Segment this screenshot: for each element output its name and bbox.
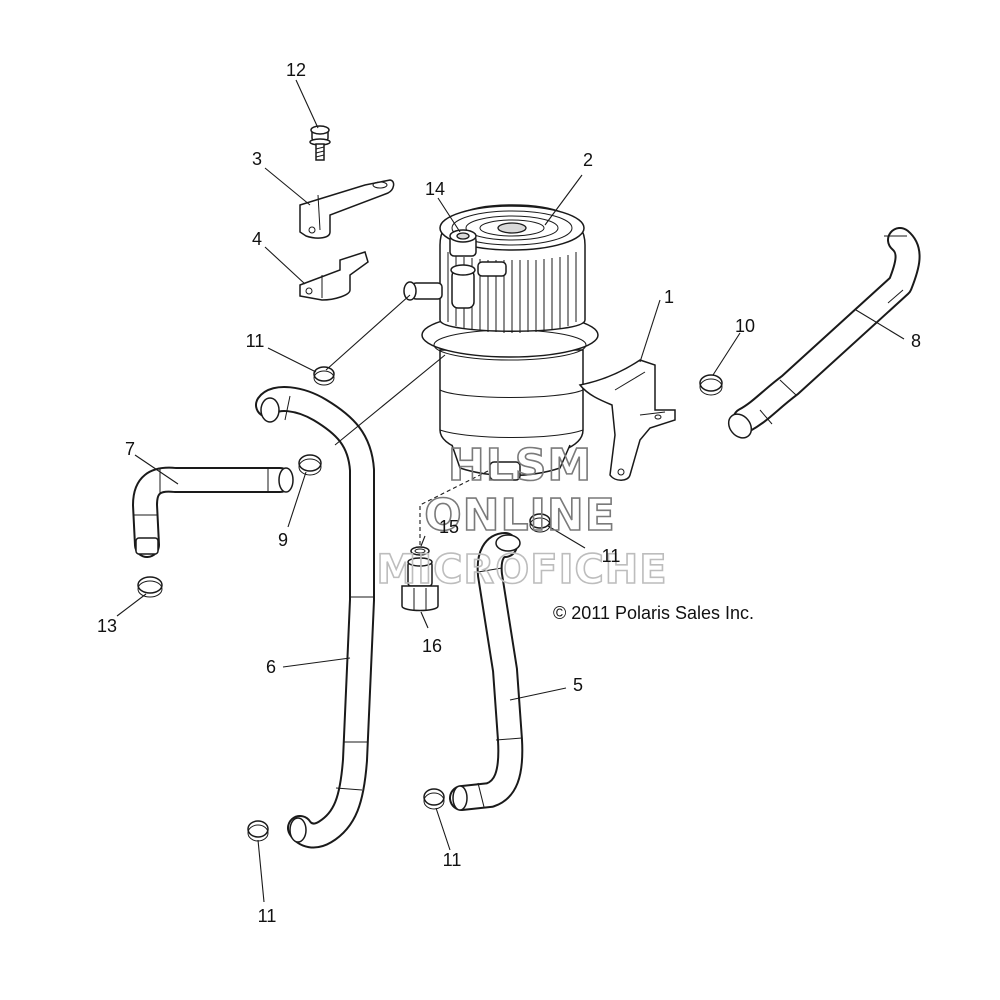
- watermark-line-2: ONLINE: [424, 490, 616, 541]
- watermark: HLSM ONLINE MICROFICHE: [376, 439, 668, 594]
- clamp-13[interactable]: [137, 576, 163, 598]
- label-part-12: 12: [286, 60, 306, 80]
- watermark-line-1: HLSM: [448, 440, 592, 491]
- label-part-1: 1: [664, 287, 674, 307]
- clamp-11-mid[interactable]: [529, 513, 551, 533]
- clamp-9[interactable]: [298, 454, 322, 476]
- label-part-9: 9: [278, 530, 288, 550]
- label-part-4: 4: [252, 229, 262, 249]
- label-part-15: 15: [439, 517, 459, 537]
- hose-5[interactable]: [449, 532, 524, 811]
- cap-14[interactable]: [449, 229, 477, 257]
- label-part-7: 7: [125, 439, 135, 459]
- o-ring-15[interactable]: [410, 546, 430, 556]
- bracket-3[interactable]: [299, 179, 395, 239]
- label-part-6: 6: [266, 657, 276, 677]
- label-part-16: 16: [422, 636, 442, 656]
- label-part-13: 13: [97, 616, 117, 636]
- label-part-10: 10: [735, 316, 755, 336]
- leader-lines: [116, 79, 905, 903]
- clamp-11-top[interactable]: [313, 366, 335, 386]
- label-part-11-bottom: 11: [258, 906, 277, 926]
- label-part-11-mid: 11: [602, 546, 621, 566]
- bracket-4[interactable]: [299, 251, 369, 301]
- clamp-11-bottom[interactable]: [247, 820, 269, 842]
- clamp-10[interactable]: [699, 374, 723, 396]
- hose-8[interactable]: [724, 227, 921, 442]
- label-part-14: 14: [425, 179, 445, 199]
- hose-7[interactable]: [132, 466, 294, 558]
- clamp-11-low[interactable]: [423, 788, 445, 810]
- label-part-3: 3: [252, 149, 262, 169]
- label-part-2: 2: [583, 150, 593, 170]
- filter-housing[interactable]: [403, 204, 599, 481]
- fitting-16[interactable]: [401, 557, 439, 612]
- label-part-11-top: 11: [246, 331, 265, 351]
- copyright-notice: © 2011 Polaris Sales Inc.: [553, 603, 754, 623]
- label-part-11-low: 11: [443, 850, 462, 870]
- label-part-5: 5: [573, 675, 583, 695]
- bracket-1[interactable]: [578, 359, 676, 481]
- label-part-8: 8: [911, 331, 921, 351]
- watermark-line-3: MICROFICHE: [376, 547, 667, 593]
- bolt-12[interactable]: [309, 125, 331, 161]
- hose-6[interactable]: [255, 386, 375, 849]
